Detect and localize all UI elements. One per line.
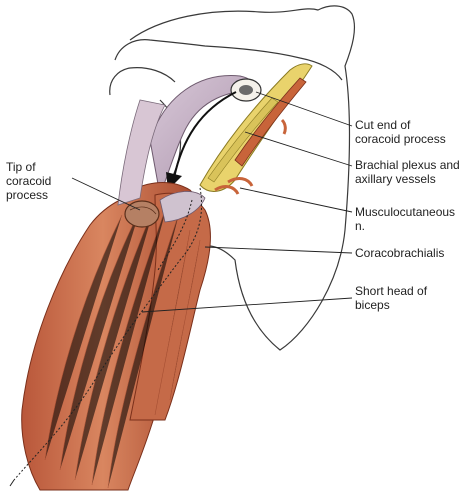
nerve-dashed-course: [13, 187, 203, 481]
cut-coracoid-end: [230, 78, 262, 102]
label-musculocutaneous: Musculocutaneous n.: [355, 205, 456, 233]
leader-tip-coracoid: [71, 177, 141, 211]
leader-cut-end: [255, 91, 353, 127]
neurovascular-bundle: [199, 63, 313, 195]
label-tip-of-coracoid: Tip of coracoid process: [6, 160, 52, 202]
muscle-mass: [21, 99, 211, 491]
retractor-tip: [9, 479, 15, 487]
label-brachial-plexus: Brachial plexus and axillary vessels: [355, 158, 460, 186]
label-cut-end-coracoid: Cut end of coracoid process: [355, 118, 446, 146]
label-coracobrachialis: Coracobrachialis: [355, 246, 445, 260]
coracoid-tip: [124, 191, 206, 228]
leader-short-head: [141, 297, 353, 313]
leader-lines: [71, 91, 353, 313]
leader-brachial-plexus: [244, 131, 353, 167]
label-short-head-biceps: Short head of biceps: [355, 284, 428, 312]
leader-musculocutaneous: [239, 187, 353, 213]
leader-coracobrachialis: [204, 246, 353, 254]
